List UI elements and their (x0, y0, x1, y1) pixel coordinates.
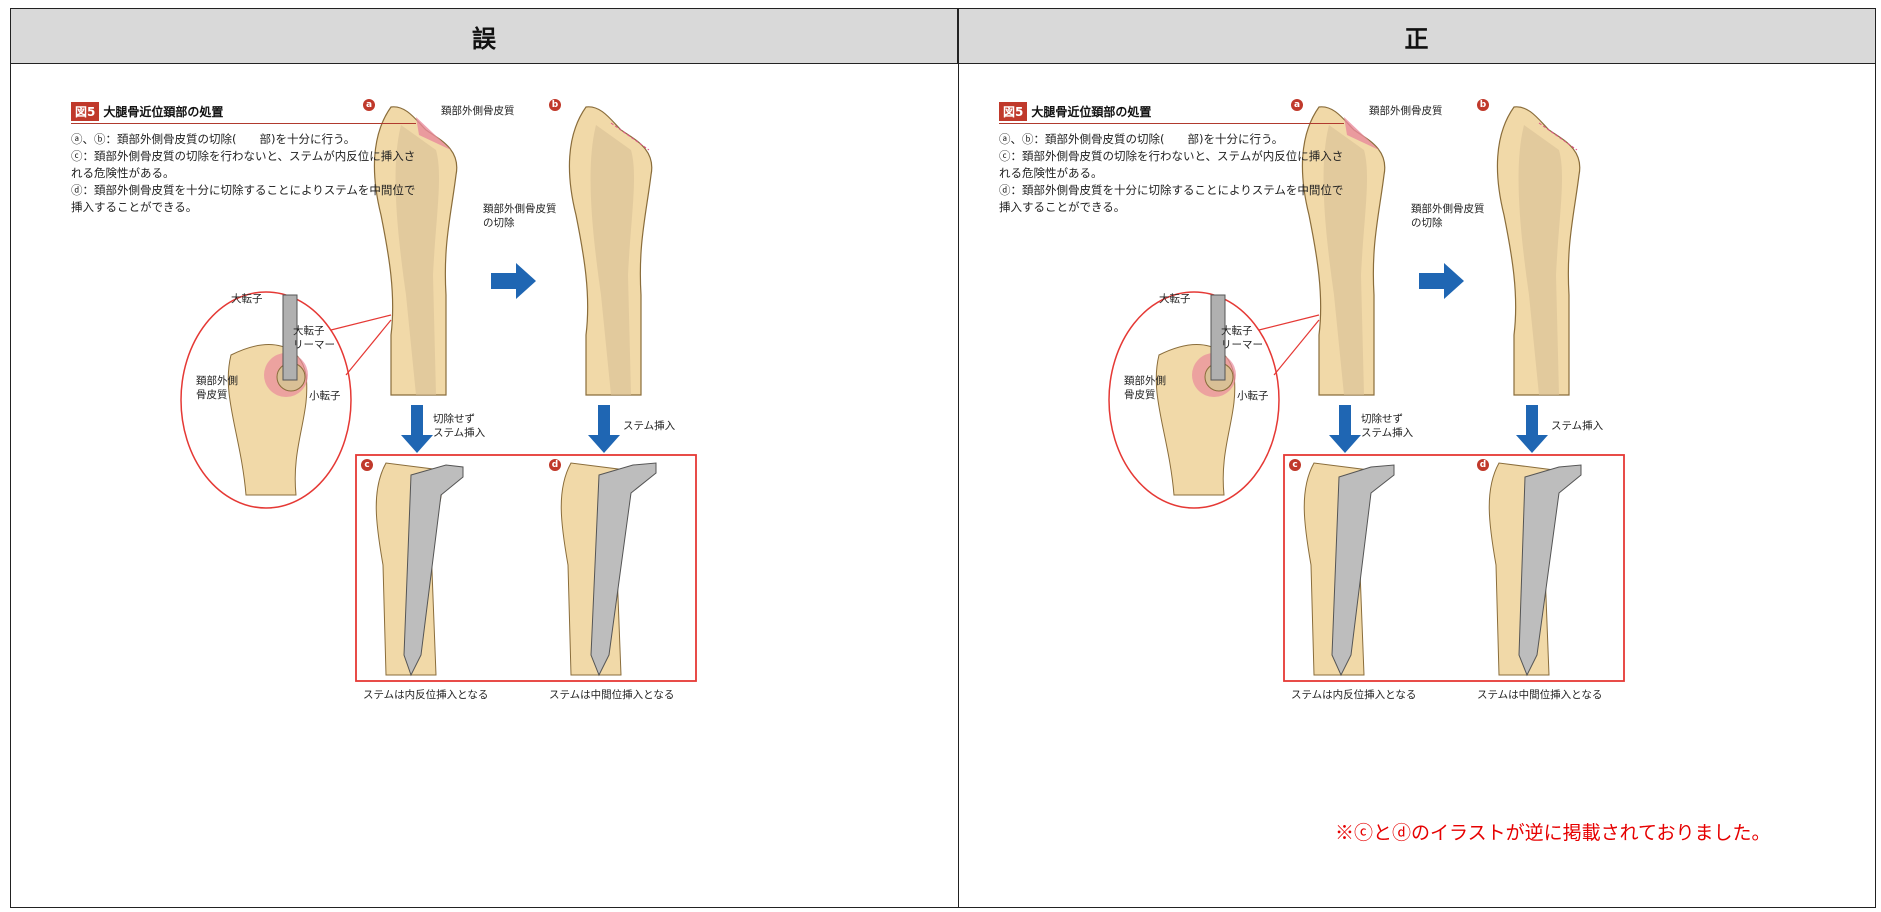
header-wrong: 誤 (11, 9, 958, 64)
label-c: c (361, 459, 373, 471)
header-correct: 正 (958, 9, 1875, 64)
figure-rule (999, 123, 1344, 124)
label-no-resect-1: 切除せず (433, 413, 475, 426)
caption-2: ⓒ：頚部外側骨皮質の切除を行わないと、ステムが内反位に挿入される危険性がある。 (71, 148, 416, 182)
label-resect-1: 頚部外側骨皮質 (483, 203, 557, 216)
caption-1: ⓐ、ⓑ：頚部外側骨皮質の切除( 部)を十分に行う。 (999, 131, 1344, 148)
label-insert: ステム挿入 (1551, 420, 1603, 433)
caption-d: ステムは中間位挿入となる (549, 689, 674, 702)
label-neck-1: 頚部外側 (196, 375, 238, 388)
label-insert: ステム挿入 (623, 420, 675, 433)
label-neck-1: 頚部外側 (1124, 375, 1166, 388)
caption-c: ステムは内反位挿入となる (363, 689, 488, 702)
caption-c: ステムは内反位挿入となる (1291, 689, 1416, 702)
figure-title: 大腿骨近位頚部の処置 (103, 103, 223, 120)
label-lesser-trochanter: 小転子 (1237, 390, 1269, 403)
erratum-note: ※ⓒとⓓのイラストが逆に掲載されておりました。 (1335, 818, 1770, 845)
label-reamer-2: リーマー (1221, 339, 1263, 352)
figure-tag: 図5 (999, 102, 1027, 121)
label-d: d (1477, 459, 1489, 471)
label-b: b (1477, 99, 1489, 111)
label-cortex: 頚部外側骨皮質 (441, 105, 515, 118)
label-a: a (1291, 99, 1303, 111)
caption-3: ⓓ：頚部外側骨皮質を十分に切除することによりステムを中間位で挿入することができる… (71, 182, 416, 216)
label-greater-trochanter: 大転子 (231, 293, 263, 306)
figure-title: 大腿骨近位頚部の処置 (1031, 103, 1151, 120)
figure-rule (71, 123, 416, 124)
label-reamer-1: 大転子 (1221, 325, 1253, 338)
label-d: d (549, 459, 561, 471)
label-no-resect-2: ステム挿入 (433, 427, 485, 440)
label-no-resect-1: 切除せず (1361, 413, 1403, 426)
caption-3: ⓓ：頚部外側骨皮質を十分に切除することによりステムを中間位で挿入することができる… (999, 182, 1344, 216)
label-no-resect-2: ステム挿入 (1361, 427, 1413, 440)
label-neck-2: 骨皮質 (1124, 389, 1156, 402)
label-cortex: 頚部外側骨皮質 (1369, 105, 1443, 118)
caption-d: ステムは中間位挿入となる (1477, 689, 1602, 702)
label-c: c (1289, 459, 1301, 471)
label-reamer-1: 大転子 (293, 325, 325, 338)
label-b: b (549, 99, 561, 111)
label-a: a (363, 99, 375, 111)
figure-tag: 図5 (71, 102, 99, 121)
caption-2: ⓒ：頚部外側骨皮質の切除を行わないと、ステムが内反位に挿入される危険性がある。 (999, 148, 1344, 182)
label-resect-2: の切除 (1411, 217, 1443, 230)
label-reamer-2: リーマー (293, 339, 335, 352)
label-resect-1: 頚部外側骨皮質 (1411, 203, 1485, 216)
label-neck-2: 骨皮質 (196, 389, 228, 402)
erratum-table: 誤 正 (10, 8, 1876, 908)
caption-1: ⓐ、ⓑ：頚部外側骨皮質の切除( 部)を十分に行う。 (71, 131, 416, 148)
label-greater-trochanter: 大転子 (1159, 293, 1191, 306)
label-lesser-trochanter: 小転子 (309, 390, 341, 403)
label-resect-2: の切除 (483, 217, 515, 230)
